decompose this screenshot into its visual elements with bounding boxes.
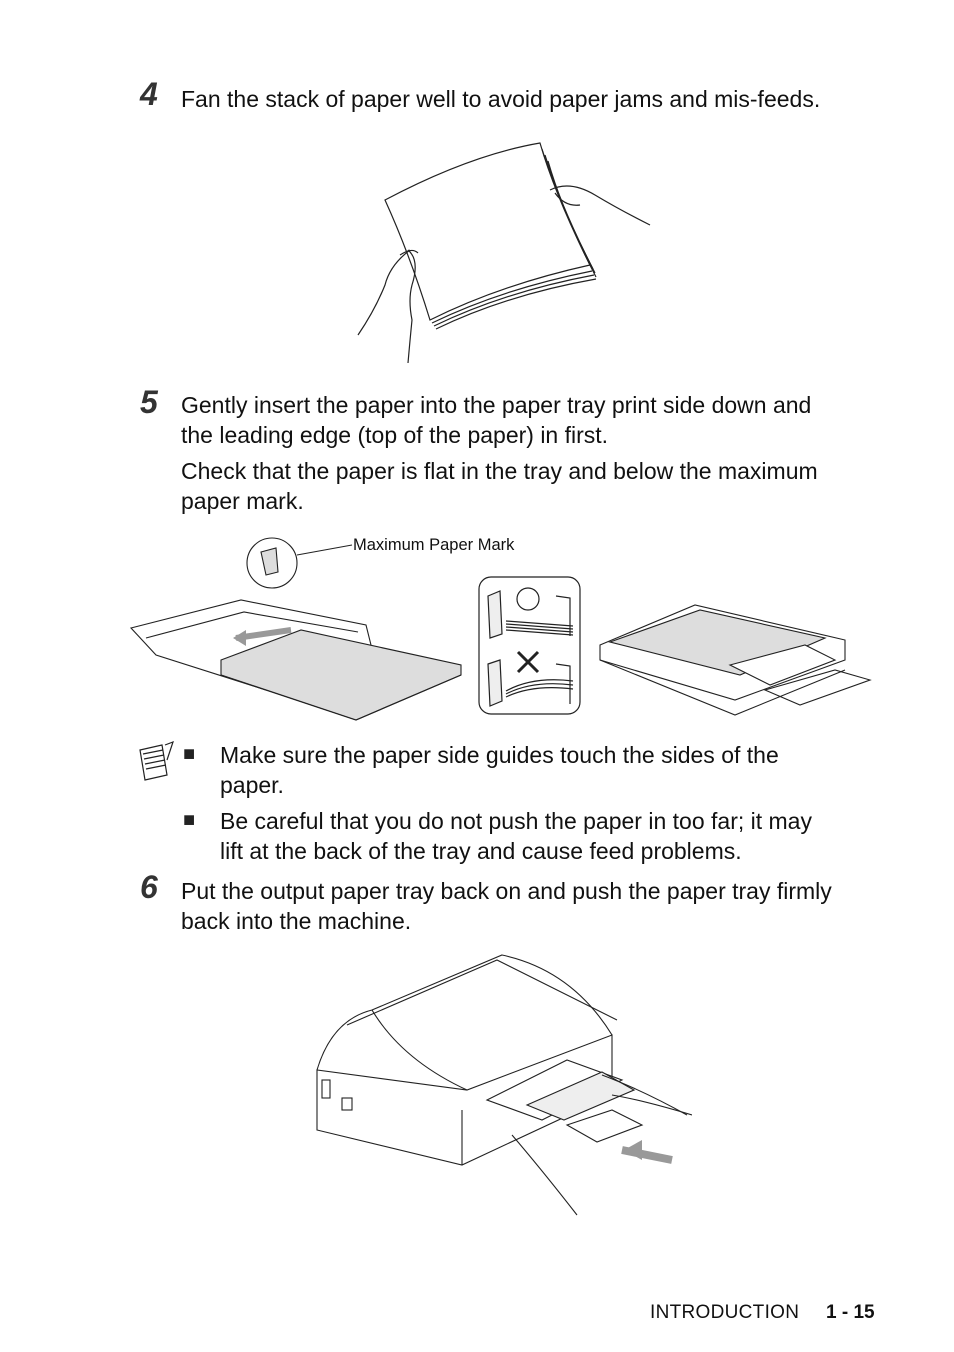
step-5-line-2: the leading edge (top of the paper) in f… (181, 422, 609, 448)
step-5-extra-line-2: paper mark. (181, 488, 304, 514)
note-bullet-1-text: Make sure the paper side guides touch th… (220, 740, 910, 800)
note-pad-icon (137, 740, 177, 785)
note-bullet-2-marker: ■ (183, 809, 196, 831)
note-bullet-2-line-2: lift at the back of the tray and cause f… (220, 838, 742, 864)
step-5-extra-text: Check that the paper is flat in the tray… (181, 456, 901, 516)
loaded-tray-illustration (590, 600, 875, 720)
step-5-line-1: Gently insert the paper into the paper t… (181, 392, 812, 418)
printer-tray-illustration (312, 950, 692, 1220)
incorrect-cross-icon (516, 650, 540, 674)
step-4-line-1: Fan the stack of paper well to avoid pap… (181, 86, 821, 112)
correct-circle-icon (516, 587, 540, 611)
note-bullet-1-marker: ■ (183, 743, 196, 765)
step-number-5: 5 (140, 384, 158, 420)
paper-tray-illustration (126, 530, 466, 725)
step-6-line-2: back into the machine. (181, 908, 412, 934)
footer-section-title: INTRODUCTION (650, 1302, 800, 1323)
step-number-6: 6 (140, 869, 158, 905)
step-number-4: 4 (140, 76, 158, 112)
step-5-text: Gently insert the paper into the paper t… (181, 390, 901, 450)
maximum-paper-mark-label: Maximum Paper Mark (353, 536, 515, 554)
step-6-text: Put the output paper tray back on and pu… (181, 876, 901, 936)
footer-page-number: 1 - 15 (826, 1302, 875, 1323)
step-4-text: Fan the stack of paper well to avoid pap… (181, 84, 901, 114)
step-6-line-1: Put the output paper tray back on and pu… (181, 878, 832, 904)
note-bullet-2-text: Be careful that you do not push the pape… (220, 806, 910, 866)
fan-paper-illustration (350, 135, 660, 365)
note-bullet-1-line-2: paper. (220, 772, 284, 798)
step-5-extra-line-1: Check that the paper is flat in the tray… (181, 458, 818, 484)
note-bullet-1-line-1: Make sure the paper side guides touch th… (220, 742, 779, 768)
paper-placement-check-illustration (478, 576, 582, 716)
note-bullet-2-line-1: Be careful that you do not push the pape… (220, 808, 812, 834)
